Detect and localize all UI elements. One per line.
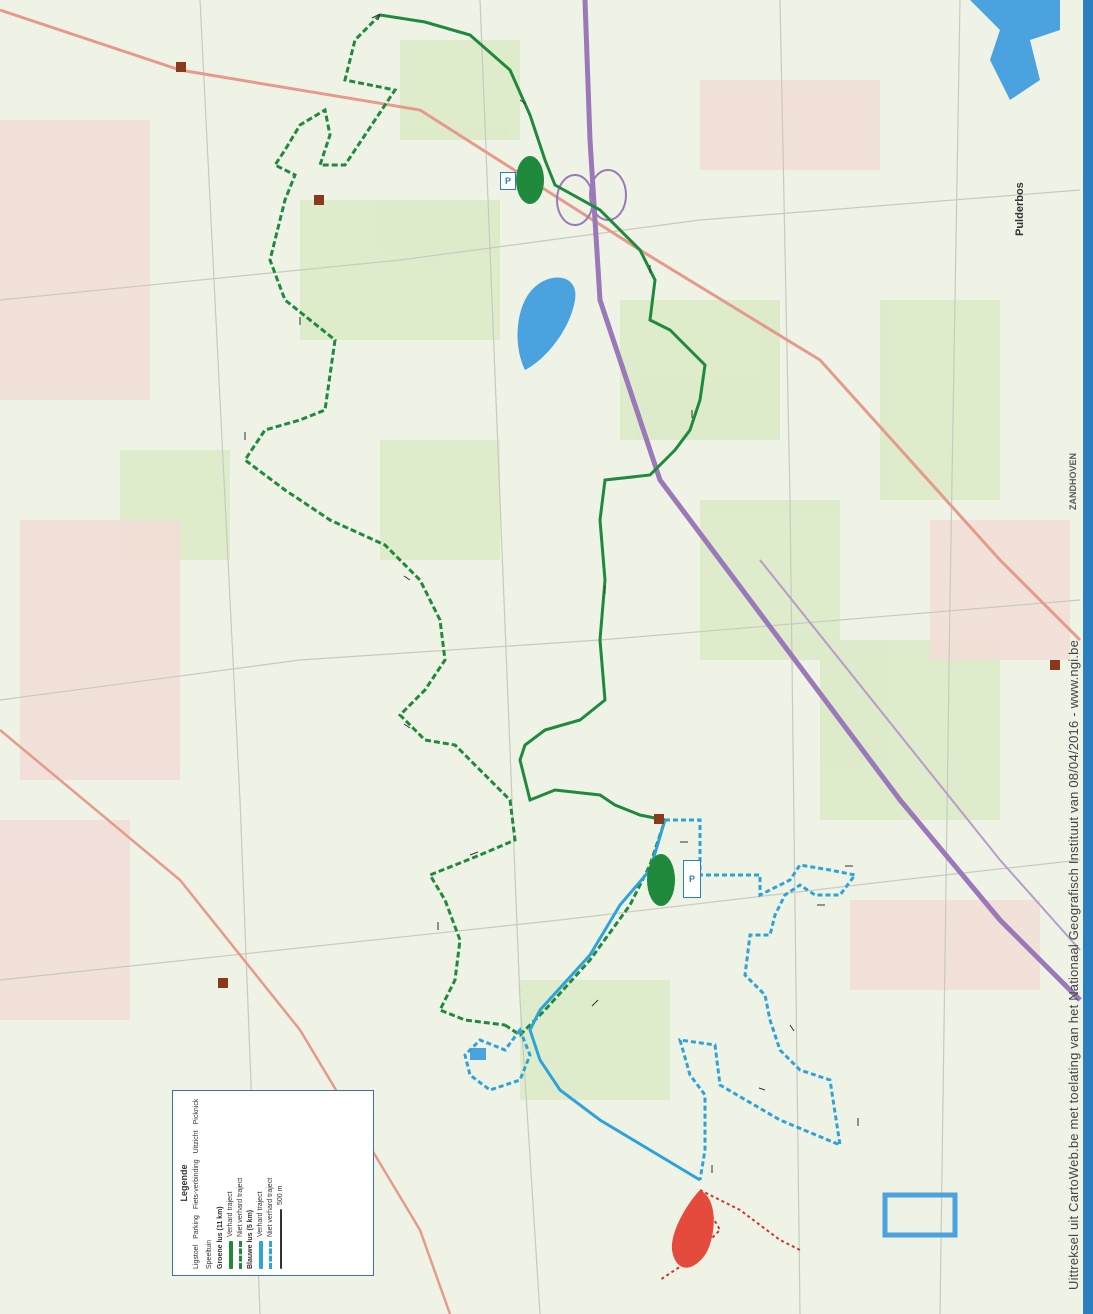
motorway (582, 0, 1082, 1002)
railway (759, 559, 1081, 951)
legend-box: Legende Ligstoel Parking Fiets-verbindin… (172, 1090, 374, 1276)
legend-green: Groene lus (11 km) (217, 1206, 224, 1269)
side-color-strip (1083, 0, 1093, 1314)
direction-arrows (244, 13, 859, 1173)
legend-icon-ligstoel: Ligstoel (193, 1244, 200, 1269)
start-marker-green[interactable] (516, 156, 544, 204)
start-marker-red[interactable] (671, 1190, 714, 1268)
parking-sign-green: P (500, 172, 516, 190)
start-marker-blue[interactable] (647, 854, 675, 906)
place-label-zandhoven: ZANDHOVEN (1068, 452, 1078, 510)
legend-scale: 500 m (277, 1097, 284, 1269)
parking-sign-blue: P (683, 860, 701, 898)
legend-title: Legende (179, 1164, 189, 1202)
legend-icon-list: Ligstoel Parking Fiets-verbinding Uitzic… (193, 1097, 213, 1269)
secondary-road (0, 729, 452, 1314)
motorway-ramp-icon (556, 174, 594, 226)
legend-icon-uitzicht: Uitzicht (193, 1130, 200, 1154)
legend-icon-speeltuin: Speeltuin (206, 1239, 213, 1269)
place-label-pulderbos: Pulderbos (1014, 182, 1026, 236)
legend-icon-parking: Parking (193, 1215, 200, 1239)
landmark-icons (176, 62, 1060, 988)
blue-route[interactable] (463, 818, 858, 1182)
legend-blue: Blauwe lus (5 km) (247, 1209, 254, 1269)
legend-icon-picknick: Picknick (193, 1098, 200, 1125)
water-bodies (470, 0, 1060, 1238)
map-credit: Uittreksel uit CartoWeb.be met toelating… (1066, 639, 1081, 1290)
green-route[interactable] (242, 13, 707, 1037)
legend-icon-fiets: Fiets-verbinding (193, 1159, 200, 1210)
